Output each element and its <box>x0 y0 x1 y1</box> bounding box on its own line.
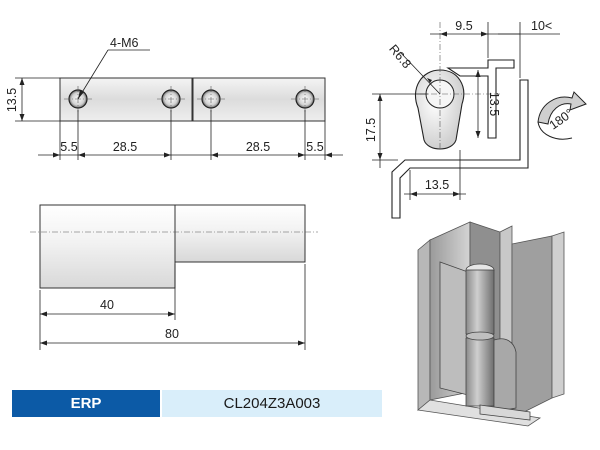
top-width-dim: 9.5 <box>455 19 472 33</box>
barrel-short-section <box>174 204 306 263</box>
short-length-dim: 40 <box>100 298 114 312</box>
radius-dim: R6.8 <box>386 42 414 71</box>
right-hole-spacing-dim: 28.5 <box>246 140 270 154</box>
left-edge-offset-dim: 5.5 <box>60 140 77 154</box>
rotation-arrow-icon <box>537 91 587 140</box>
isometric-render <box>417 221 565 427</box>
erp-code: CL204Z3A003 <box>162 390 382 417</box>
mounting-holes <box>64 86 319 112</box>
front-view: 40 80 <box>30 204 318 350</box>
total-length-dim: 80 <box>165 327 179 341</box>
clearance-dim: 10< <box>531 19 552 33</box>
left-hole-spacing-dim: 28.5 <box>113 140 137 154</box>
plate-height-dim: 13.5 <box>5 88 19 112</box>
barrel-long-section <box>39 204 176 289</box>
side-view: R6.8 9.5 10< 13.5 17.5 13.5 <box>364 19 587 219</box>
top-view: 4-M6 13.5 5.5 28.5 28.5 5.5 <box>5 36 343 160</box>
erp-label: ERP <box>12 390 160 417</box>
lower-leaf-profile <box>391 79 529 219</box>
bottom-width-dim: 13.5 <box>425 178 449 192</box>
erp-bar: ERP CL204Z3A003 <box>12 390 382 417</box>
knuckle-height-dim: 13.5 <box>487 92 501 116</box>
right-edge-offset-dim: 5.5 <box>306 140 323 154</box>
lower-height-dim: 17.5 <box>364 118 378 142</box>
hole-spec-label: 4-M6 <box>110 36 139 50</box>
